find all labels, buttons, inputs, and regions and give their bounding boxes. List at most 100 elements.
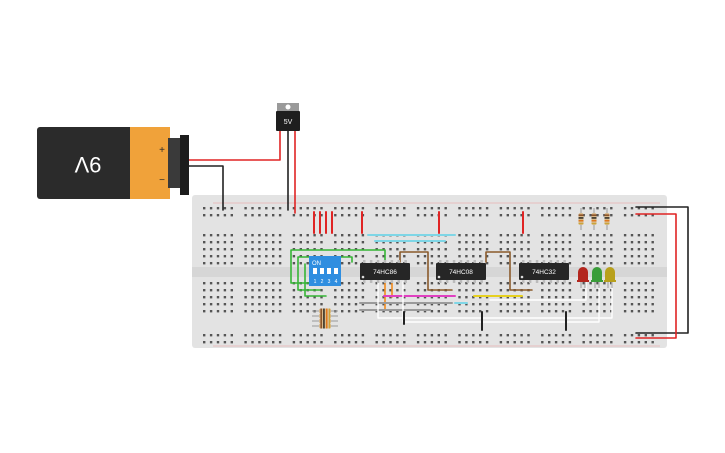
breadboard-hole[interactable]	[258, 262, 261, 265]
breadboard-hole[interactable]	[548, 310, 551, 313]
breadboard-hole[interactable]	[548, 234, 551, 237]
breadboard-hole[interactable]	[416, 282, 420, 285]
breadboard-hole[interactable]	[472, 207, 475, 210]
breadboard-hole[interactable]	[203, 341, 206, 344]
breadboard-hole[interactable]	[568, 262, 572, 265]
breadboard-hole[interactable]	[513, 296, 516, 299]
breadboard-hole[interactable]	[520, 334, 523, 337]
breadboard-hole[interactable]	[623, 255, 627, 258]
breadboard-hole[interactable]	[479, 282, 482, 285]
breadboard-hole[interactable]	[637, 248, 641, 251]
breadboard-hole[interactable]	[568, 207, 572, 210]
breadboard-hole[interactable]	[292, 234, 296, 237]
breadboard-hole[interactable]	[548, 255, 551, 258]
breadboard-hole[interactable]	[320, 207, 323, 210]
breadboard-hole[interactable]	[334, 334, 337, 337]
breadboard-hole[interactable]	[278, 255, 282, 258]
breadboard-hole[interactable]	[637, 234, 641, 237]
breadboard-hole[interactable]	[389, 241, 392, 244]
breadboard-hole[interactable]	[203, 234, 206, 237]
breadboard-hole[interactable]	[423, 241, 427, 244]
breadboard-hole[interactable]	[479, 207, 482, 210]
breadboard-hole[interactable]	[278, 289, 282, 292]
breadboard-hole[interactable]	[554, 303, 558, 306]
breadboard-hole[interactable]	[506, 334, 509, 337]
breadboard-hole[interactable]	[292, 341, 296, 344]
breadboard-hole[interactable]	[589, 310, 592, 313]
wire-white-1[interactable]	[402, 281, 600, 323]
led-2[interactable]	[604, 267, 616, 288]
breadboard-hole[interactable]	[596, 310, 599, 313]
breadboard-hole[interactable]	[561, 248, 565, 251]
breadboard-hole[interactable]	[651, 296, 654, 299]
breadboard-hole[interactable]	[644, 234, 647, 237]
breadboard-hole[interactable]	[458, 341, 461, 344]
breadboard-hole[interactable]	[416, 341, 420, 344]
resistor-bottom-2[interactable]	[312, 318, 338, 324]
breadboard-hole[interactable]	[382, 214, 385, 217]
breadboard-hole[interactable]	[223, 296, 227, 299]
breadboard-hole[interactable]	[403, 334, 406, 337]
breadboard-hole[interactable]	[610, 214, 613, 217]
breadboard-hole[interactable]	[265, 289, 268, 292]
breadboard-hole[interactable]	[354, 214, 358, 217]
breadboard-hole[interactable]	[423, 255, 427, 258]
breadboard-hole[interactable]	[623, 341, 627, 344]
breadboard-hole[interactable]	[341, 214, 344, 217]
breadboard-hole[interactable]	[437, 341, 440, 344]
breadboard-hole[interactable]	[313, 334, 316, 337]
breadboard-hole[interactable]	[430, 262, 434, 265]
breadboard-hole[interactable]	[623, 296, 627, 299]
breadboard-hole[interactable]	[610, 262, 613, 265]
breadboard-hole[interactable]	[389, 310, 392, 313]
breadboard-hole[interactable]	[306, 234, 309, 237]
breadboard-hole[interactable]	[458, 282, 461, 285]
breadboard-hole[interactable]	[630, 255, 634, 258]
breadboard-hole[interactable]	[637, 334, 641, 337]
breadboard-hole[interactable]	[216, 255, 220, 258]
breadboard-hole[interactable]	[251, 282, 254, 285]
breadboard-hole[interactable]	[320, 289, 323, 292]
breadboard-hole[interactable]	[610, 341, 613, 344]
breadboard-hole[interactable]	[582, 255, 585, 258]
breadboard-hole[interactable]	[472, 303, 475, 306]
breadboard-hole[interactable]	[375, 289, 378, 292]
breadboard-hole[interactable]	[499, 214, 503, 217]
breadboard-hole[interactable]	[603, 262, 606, 265]
breadboard-hole[interactable]	[637, 207, 641, 210]
breadboard-hole[interactable]	[541, 282, 544, 285]
breadboard-hole[interactable]	[382, 310, 385, 313]
breadboard-hole[interactable]	[396, 310, 399, 313]
breadboard-hole[interactable]	[513, 282, 516, 285]
breadboard-hole[interactable]	[272, 214, 275, 217]
breadboard-hole[interactable]	[499, 241, 503, 244]
breadboard-hole[interactable]	[341, 310, 344, 313]
breadboard-hole[interactable]	[278, 241, 282, 244]
breadboard-hole[interactable]	[513, 303, 516, 306]
breadboard-hole[interactable]	[299, 303, 302, 306]
breadboard-hole[interactable]	[403, 296, 406, 299]
breadboard-hole[interactable]	[465, 310, 468, 313]
breadboard-hole[interactable]	[554, 255, 558, 258]
breadboard-hole[interactable]	[258, 334, 261, 337]
breadboard-hole[interactable]	[382, 341, 385, 344]
breadboard-hole[interactable]	[354, 255, 358, 258]
breadboard-hole[interactable]	[479, 310, 482, 313]
breadboard-hole[interactable]	[637, 341, 641, 344]
breadboard-hole[interactable]	[299, 234, 302, 237]
breadboard-hole[interactable]	[630, 248, 634, 251]
breadboard-hole[interactable]	[554, 207, 558, 210]
breadboard-hole[interactable]	[203, 303, 206, 306]
breadboard-hole[interactable]	[561, 310, 565, 313]
breadboard-hole[interactable]	[596, 341, 599, 344]
breadboard-hole[interactable]	[485, 255, 489, 258]
breadboard-hole[interactable]	[520, 282, 523, 285]
dip-toggle-4[interactable]	[334, 268, 338, 274]
breadboard-hole[interactable]	[444, 282, 447, 285]
breadboard-hole[interactable]	[354, 334, 358, 337]
breadboard-hole[interactable]	[513, 234, 516, 237]
wire-battery-negative[interactable]	[188, 165, 224, 211]
breadboard-hole[interactable]	[603, 207, 606, 210]
breadboard-hole[interactable]	[458, 241, 461, 244]
breadboard-hole[interactable]	[568, 248, 572, 251]
